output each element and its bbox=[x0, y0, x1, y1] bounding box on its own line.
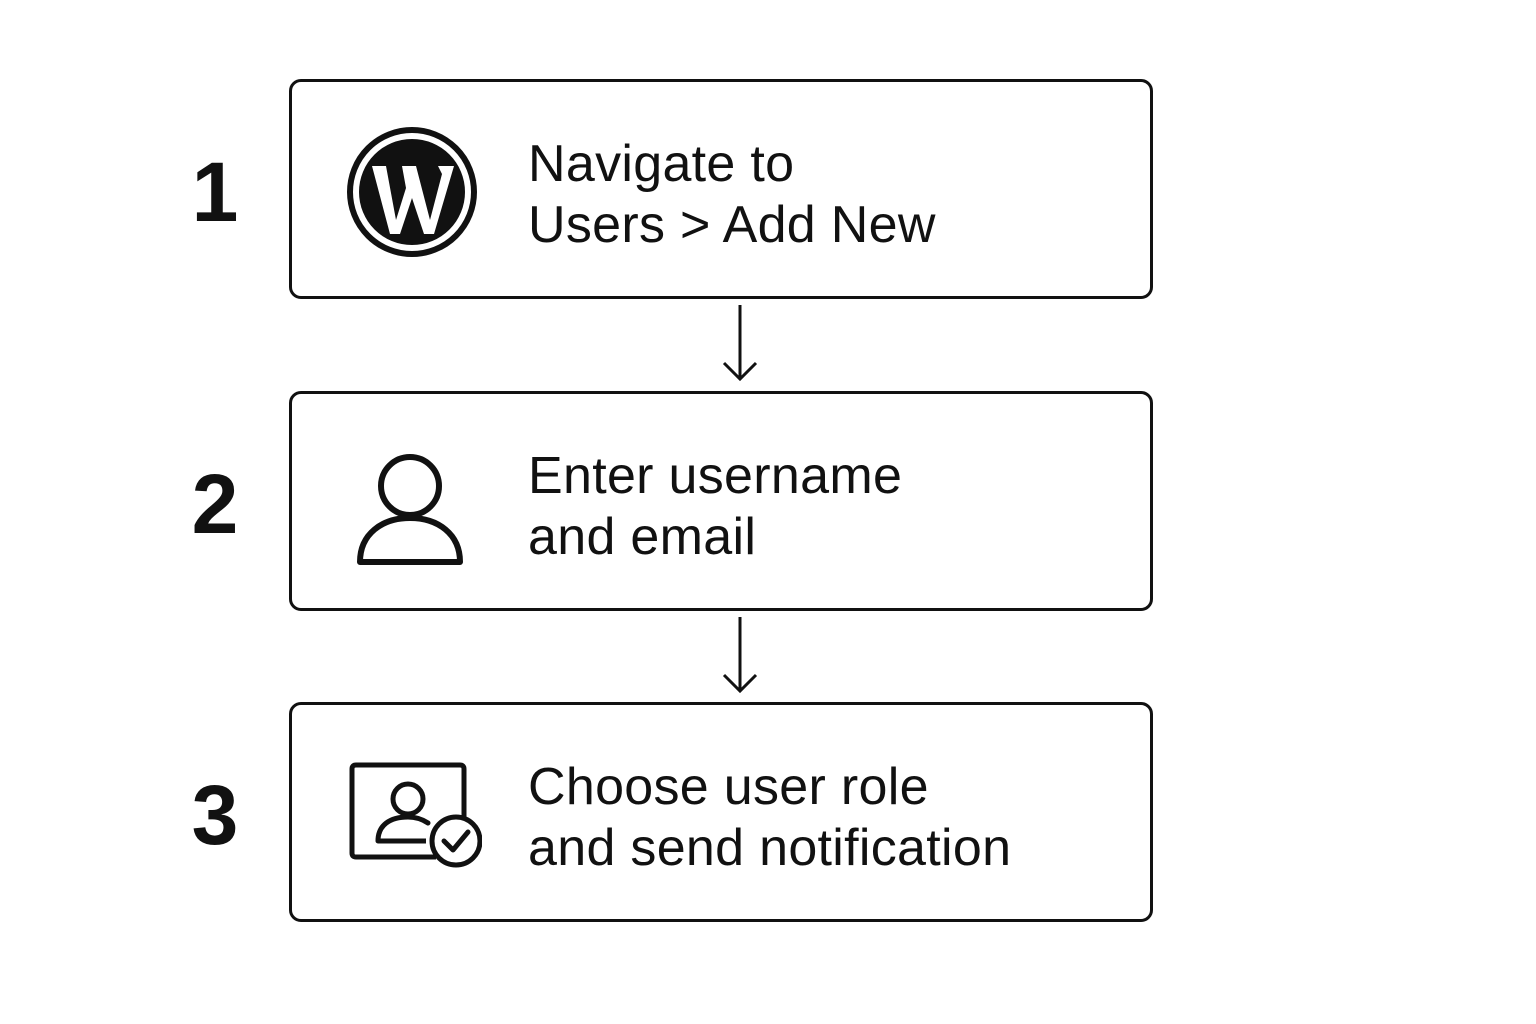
wordpress-logo-icon bbox=[342, 122, 482, 262]
step-1-number: 1 bbox=[191, 145, 239, 239]
step-1-line-1: Navigate to bbox=[528, 135, 795, 193]
step-2-line-1: Enter username bbox=[528, 447, 903, 505]
step-1-line-2: Users > Add New bbox=[528, 196, 936, 254]
step-2-line-2: and email bbox=[528, 508, 757, 566]
step-3-line-2: and send notification bbox=[528, 819, 1012, 877]
step-2-text: Enter username and email bbox=[528, 446, 1128, 568]
step-3-box: Choose user role and send notification bbox=[289, 702, 1153, 922]
step-2-number: 2 bbox=[191, 457, 239, 551]
user-check-icon bbox=[342, 745, 482, 885]
step-1-text: Navigate to Users > Add New bbox=[528, 134, 1128, 256]
user-icon bbox=[342, 434, 482, 574]
down-arrow-icon bbox=[720, 615, 760, 695]
step-1-box: Navigate to Users > Add New bbox=[289, 79, 1153, 299]
step-3-text: Choose user role and send notification bbox=[528, 757, 1128, 879]
step-3-line-1: Choose user role bbox=[528, 758, 929, 816]
step-3-number: 3 bbox=[191, 768, 239, 862]
step-2-box: Enter username and email bbox=[289, 391, 1153, 611]
down-arrow-icon bbox=[720, 303, 760, 383]
